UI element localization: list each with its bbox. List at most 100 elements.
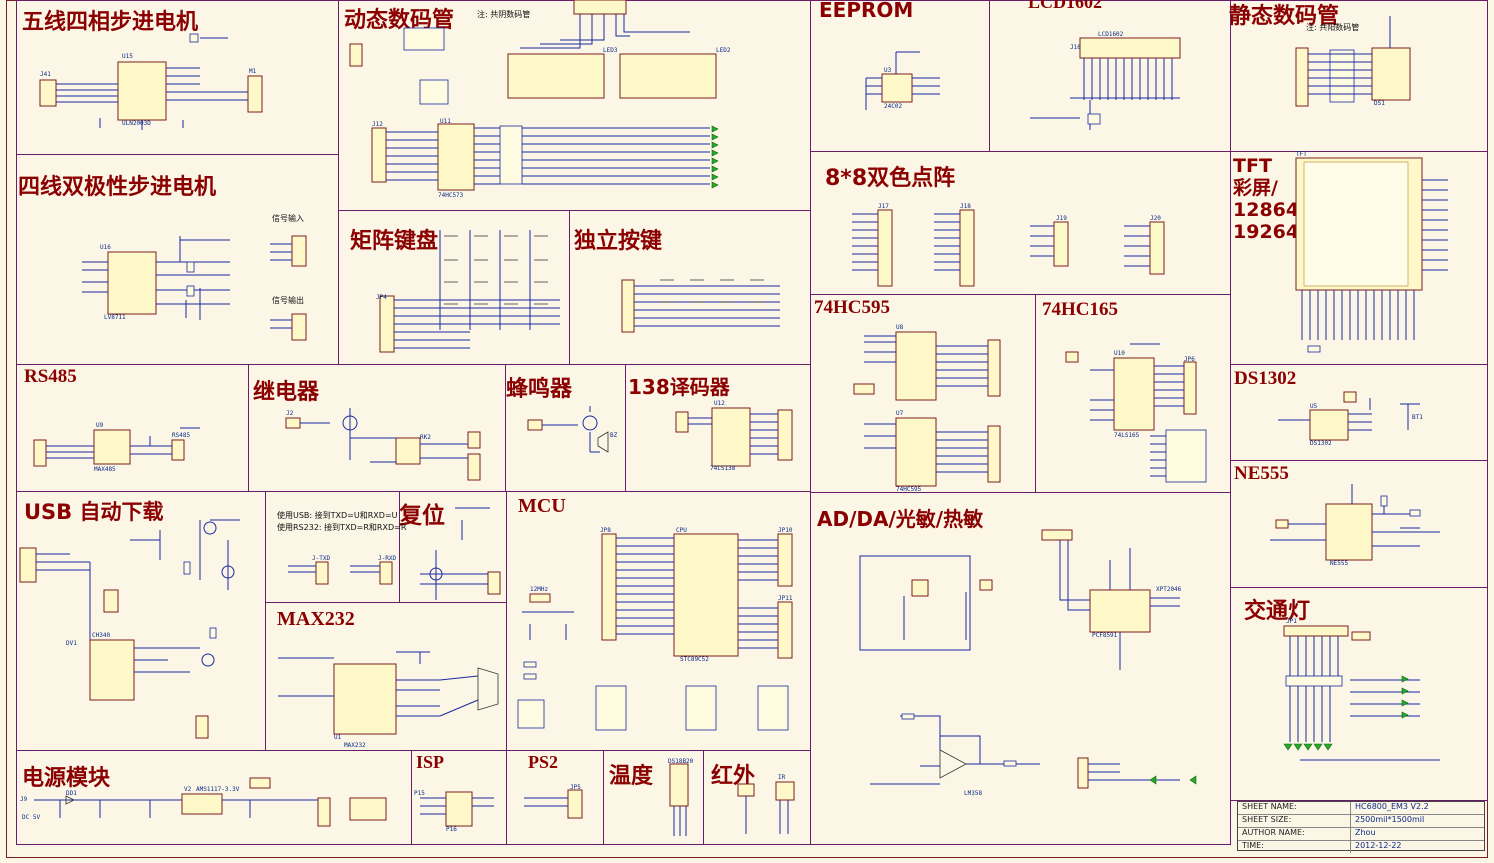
label-j12: J12 xyxy=(372,121,383,128)
note-signal-in: 信号输入 xyxy=(272,214,304,223)
label-jp6: JP6 xyxy=(1184,356,1195,363)
reset-circuit xyxy=(420,507,501,600)
note-signal-out: 信号输出 xyxy=(272,296,304,305)
label-crystal: 12MHz xyxy=(530,586,549,593)
title-static7seg: 静态数码管 xyxy=(1229,4,1340,29)
label-ds1: DS1 xyxy=(1374,100,1385,107)
matrixkey-circuit xyxy=(379,230,560,353)
label-m1: M1 xyxy=(249,68,257,75)
title-ds1302: DS1302 xyxy=(1234,368,1297,389)
label-dc5v: DC 5V xyxy=(22,814,41,821)
label-ds18b20: DS18B20 xyxy=(668,758,694,765)
author-value: Zhou xyxy=(1355,828,1376,837)
label-cpu: CPU xyxy=(676,527,687,534)
label-jp5: JP5 xyxy=(570,784,581,791)
time-row: TIME: 2012-12-22 xyxy=(1238,841,1484,853)
label-jp10: JP10 xyxy=(778,527,793,534)
title-relay: 继电器 xyxy=(253,380,320,405)
title-hc595: 74HC595 xyxy=(814,297,890,318)
label-uln: ULN2003D xyxy=(122,120,151,127)
label-hc165-chip: 74LS165 xyxy=(1114,432,1140,439)
label-jp1: JP1 xyxy=(1286,618,1297,625)
note-rs232-mode: 使用RS232: 接到TXD=R和RXD=R xyxy=(277,523,407,532)
title-max232: MAX232 xyxy=(277,608,355,630)
title-usb: USB 自动下载 xyxy=(24,500,164,524)
label-v2: V2 xyxy=(184,786,192,793)
label-j17: J17 xyxy=(878,203,889,210)
label-jp4: JP4 xyxy=(376,294,387,301)
ds18b20-circuit xyxy=(669,763,689,836)
time-value: 2012-12-22 xyxy=(1355,841,1402,850)
label-j20: J20 xyxy=(1150,215,1161,222)
resistor-arrays-mcu xyxy=(517,685,789,731)
title-eeprom: EEPROM xyxy=(819,0,914,22)
label-u5: U5 xyxy=(1310,403,1318,410)
label-u9: U9 xyxy=(96,422,104,429)
title-dotmatrix: 8*8双色点阵 xyxy=(825,166,956,191)
sheet-name-value: HC6800_EM3 V2.2 xyxy=(1355,802,1429,811)
title-temp: 温度 xyxy=(609,764,654,789)
hc595-circuit xyxy=(853,331,1001,487)
label-lv: LV8711 xyxy=(104,314,126,321)
label-hc138: 74LS138 xyxy=(710,465,736,472)
traffic-circuit xyxy=(1283,625,1440,761)
label-ch340: CH340 xyxy=(92,632,111,639)
label-at24: 24C02 xyxy=(884,103,903,110)
label-tft: TFT xyxy=(1296,151,1307,158)
ne555-circuit xyxy=(1270,484,1440,561)
sheet-size-label: SHEET SIZE: xyxy=(1238,815,1351,827)
sheet-info-table: SHEET NAME: HC6800_EM3 V2.2 SHEET SIZE: … xyxy=(1237,801,1485,853)
title-lcd1602: LCD1602 xyxy=(1028,0,1103,12)
label-ds1302-chip: DS1302 xyxy=(1310,440,1332,447)
label-led3: LED3 xyxy=(603,47,618,54)
title-hc165: 74HC165 xyxy=(1042,299,1118,320)
label-led2: LED2 xyxy=(716,47,731,54)
decoder138-circuit xyxy=(675,407,793,467)
author-label: AUTHOR NAME: xyxy=(1238,828,1351,840)
lcd1602-circuit xyxy=(1030,37,1181,130)
label-j9: J9 xyxy=(20,796,28,803)
label-jp11: JP11 xyxy=(778,595,793,602)
label-dd1: DD1 xyxy=(66,790,77,797)
title-tft: TFT 彩屏/ 12864/ 19264 xyxy=(1233,155,1307,243)
sheet-size-value: 2500mil*1500mil xyxy=(1355,815,1425,824)
label-ne555-chip: NE555 xyxy=(1330,560,1349,567)
label-p16: P16 xyxy=(446,826,457,833)
label-rk2: RK2 xyxy=(420,434,431,441)
note-common-cathode: 注: 共阴数码管 xyxy=(477,10,531,19)
title-stepper4: 五线四相步进电机 xyxy=(22,10,199,35)
label-u16: U16 xyxy=(100,244,111,251)
bipolar-circuit xyxy=(82,235,307,341)
label-u8: U8 xyxy=(896,324,904,331)
usb-mode-jumpers xyxy=(288,561,393,585)
label-ams: AMS1117-3.3V xyxy=(196,786,240,793)
title-ne555: NE555 xyxy=(1234,463,1289,484)
label-j-txd: J-TXD xyxy=(312,555,331,562)
note-usb-mode: 使用USB: 接到TXD=U和RXD=U xyxy=(277,511,398,520)
max232-circuit xyxy=(278,651,499,735)
uln2003-circuit xyxy=(39,33,263,130)
label-u15: U15 xyxy=(122,53,133,60)
isp-circuit xyxy=(420,791,494,827)
indkey-circuit xyxy=(621,279,780,333)
title-bipolar: 四线双极性步进电机 xyxy=(18,175,217,200)
title-power: 电源模块 xyxy=(22,766,111,791)
block-traffic xyxy=(1230,587,1488,801)
traffic-leds xyxy=(1283,675,1409,751)
note-common-anode: 注: 共阳数码管 xyxy=(1306,23,1360,32)
static7seg-circuit xyxy=(1295,16,1411,107)
dyn-leds xyxy=(711,125,719,189)
rs485-circuit xyxy=(33,427,200,467)
mcu-circuit xyxy=(517,533,793,731)
title-matrixkey: 矩阵键盘 xyxy=(350,229,439,254)
hc165-circuit xyxy=(1065,343,1207,483)
label-j16: J16 xyxy=(1070,44,1081,51)
label-xpt: XPT2046 xyxy=(1156,586,1182,593)
label-u11: U11 xyxy=(440,118,451,125)
time-label: TIME: xyxy=(1238,841,1351,853)
title-isp: ISP xyxy=(416,752,445,772)
usb-circuit xyxy=(19,519,240,739)
dyn7seg-circuit xyxy=(349,0,719,191)
label-j18: J18 xyxy=(960,203,971,210)
